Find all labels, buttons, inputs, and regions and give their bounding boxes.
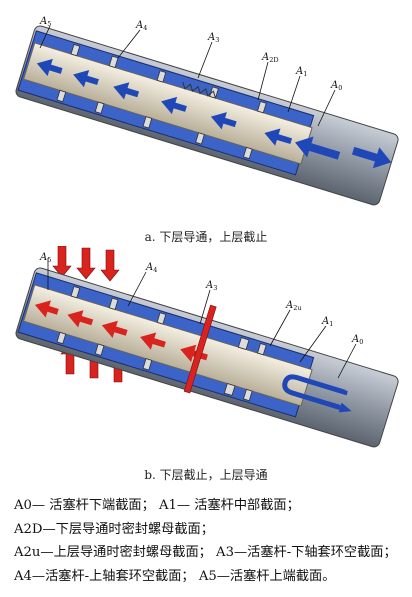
red-flow-arrows	[34, 300, 208, 362]
red-inflow-arrows	[52, 246, 120, 282]
legend-a1: A1— 活塞杆中部截面；	[159, 498, 300, 513]
legend-a5: A5—活塞杆上端截面。	[198, 568, 336, 584]
spring	[182, 81, 216, 99]
label-b-a4: A4	[145, 262, 157, 274]
label-b-a3: A3	[205, 280, 217, 292]
label-a4: A4	[135, 20, 147, 32]
seal-rings-b	[56, 285, 267, 402]
label-b-a1: A1	[321, 316, 333, 328]
legend: A0— 活塞杆下端截面； A1— 活塞杆中部截面； A2D—下层导通时密封螺母截…	[14, 494, 398, 588]
legend-a2d: A2D—下层导通时密封螺母截面；	[14, 521, 214, 537]
legend-a0: A0— 活塞杆下端截面；	[14, 498, 155, 513]
caption-a: a. 下层导通，上层截止	[144, 230, 268, 244]
legend-a3: A3—活塞杆-下轴套环空截面；	[216, 545, 397, 560]
blue-uturn-arrow	[282, 374, 348, 410]
legend-a4: A4—活塞杆-上轴套环空截面；	[14, 568, 195, 584]
label-a2d: A2D	[261, 52, 279, 64]
diagram-lower-open: A5 A4 A3 A2D A1 A0	[15, 16, 399, 206]
label-a5: A5	[39, 16, 51, 28]
caption-b: b. 下层截止，上层导通	[144, 468, 268, 482]
label-b-a2u: A2u	[285, 300, 302, 312]
label-a3: A3	[207, 32, 219, 44]
blue-flow-arrows	[36, 58, 392, 169]
blue-arrow-head	[338, 402, 352, 413]
red-port	[183, 304, 217, 394]
label-b-a5: A5	[39, 252, 51, 264]
seal-rings	[56, 43, 267, 160]
label-b-a0: A0	[351, 334, 363, 346]
label-a0: A0	[330, 80, 342, 92]
diagram-upper-open: A5 A4 A3 A2u A1 A0	[15, 246, 399, 448]
legend-a2u: A2u—上层导通时密封螺母截面；	[14, 545, 212, 560]
label-a1: A1	[295, 66, 307, 78]
piston-rod-b	[22, 284, 313, 407]
